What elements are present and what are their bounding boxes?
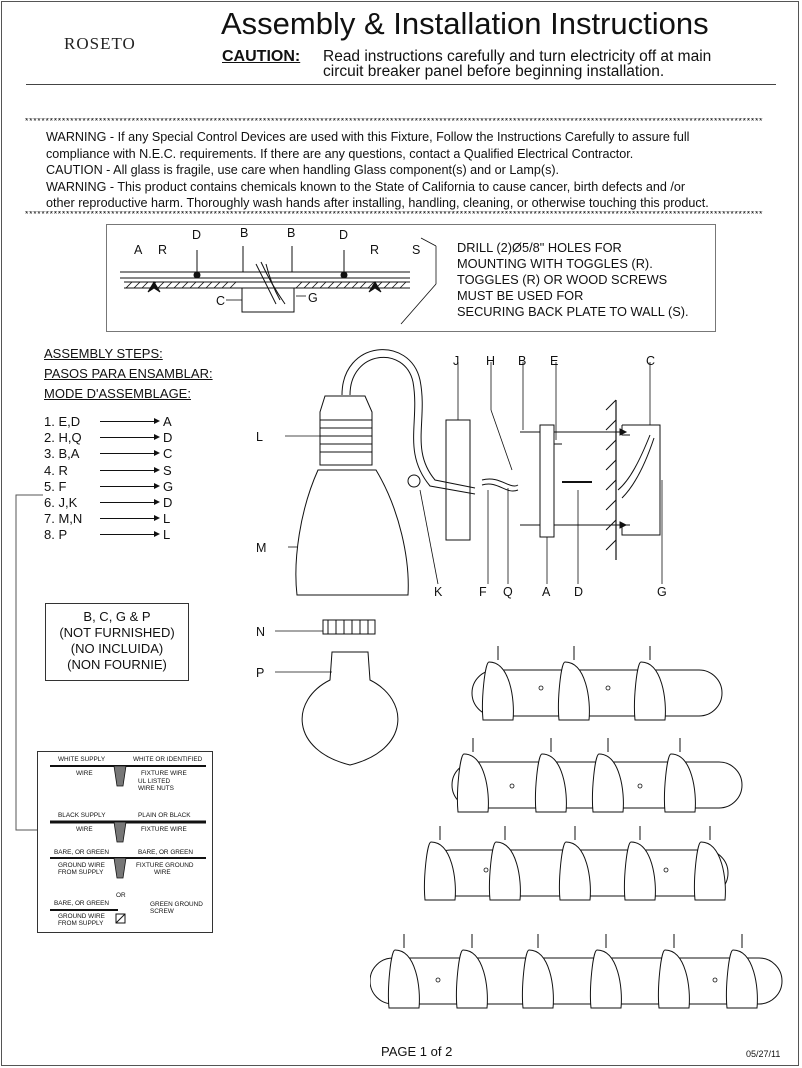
drill-note-line: DRILL (2)Ø5/8" HOLES FOR xyxy=(457,240,622,255)
fixture-exploded-view: J H B E C K F Q A D G L M N P xyxy=(256,349,667,766)
page-title: Assembly & Installation Instructions xyxy=(221,6,709,41)
wiring-label: BARE, OR GREEN xyxy=(54,900,110,907)
assembly-heading-es: PASOS PARA ENSAMBLAR: xyxy=(44,366,213,381)
wiring-label: WIRE xyxy=(76,770,93,777)
label-g: G xyxy=(308,291,318,305)
page-number: PAGE 1 of 2 xyxy=(381,1044,453,1059)
label-g: G xyxy=(657,585,667,599)
drill-note-line: TOGGLES (R) OR WOOD SCREWS xyxy=(457,272,668,287)
wiring-label: FROM SUPPLY xyxy=(58,869,104,876)
wiring-label: FIXTURE GROUND xyxy=(136,862,194,869)
brand-logo: ROSETO xyxy=(64,34,136,53)
wiring-label: WIRE xyxy=(76,826,93,833)
wiring-label: GROUND WIRE xyxy=(58,913,105,920)
wiring-lines xyxy=(50,765,206,924)
step5-bracket xyxy=(15,494,43,831)
label-n: N xyxy=(256,625,265,639)
wiring-label: SCREW xyxy=(150,908,174,915)
label-c: C xyxy=(646,354,655,368)
label-b: B xyxy=(240,226,248,240)
fixture-variants xyxy=(370,646,783,1009)
drill-note-line: MUST BE USED FOR xyxy=(457,288,584,303)
label-f: F xyxy=(479,585,487,599)
label-s: S xyxy=(412,243,420,257)
label-b: B xyxy=(518,354,526,368)
star-divider: ****************************************… xyxy=(24,118,763,127)
wiring-label: PLAIN OR BLACK xyxy=(138,812,191,819)
label-r: R xyxy=(158,243,167,257)
wiring-label: OR xyxy=(116,892,126,899)
caution-line: circuit breaker panel before beginning i… xyxy=(323,63,665,80)
wiring-label: BARE, OR GREEN xyxy=(138,849,194,856)
label-p: P xyxy=(256,666,264,680)
wiring-label: UL LISTED xyxy=(138,778,171,785)
wiring-label: GREEN GROUND xyxy=(150,901,203,908)
label-d: D xyxy=(574,585,583,599)
label-k: K xyxy=(434,585,443,599)
nf-line: (NOT FURNISHED) xyxy=(59,625,175,640)
label-l: L xyxy=(256,430,263,444)
warnings-block: WARNING - If any Special Control Devices… xyxy=(46,129,786,212)
label-d: D xyxy=(339,228,348,242)
label-a: A xyxy=(134,243,143,257)
wiring-label: WIRE xyxy=(154,869,171,876)
wiring-label: WHITE OR IDENTIFIED xyxy=(133,756,203,763)
label-q: Q xyxy=(503,585,513,599)
header-divider xyxy=(26,84,776,85)
wiring-label: FROM SUPPLY xyxy=(58,920,104,927)
label-e: E xyxy=(550,354,558,368)
warning-line: WARNING - If any Special Control Devices… xyxy=(46,130,690,144)
nf-line: B, C, G & P xyxy=(83,609,151,624)
label-h: H xyxy=(486,354,495,368)
wiring-label: FIXTURE WIRE xyxy=(141,826,187,833)
wiring-label: WHITE SUPPLY xyxy=(58,756,106,763)
nf-line: (NO INCLUIDA) xyxy=(70,641,164,656)
wiring-diagram: WHITE SUPPLY WHITE OR IDENTIFIED WIRE FI… xyxy=(37,751,213,933)
label-c: C xyxy=(216,294,225,308)
label-a: A xyxy=(542,585,551,599)
label-b: B xyxy=(287,226,295,240)
caution-line: Read instructions carefully and turn ele… xyxy=(323,48,712,65)
warning-line: other reproductive harm. Thoroughly wash… xyxy=(46,196,709,210)
mounting-diagram: D B B D A R R S C G xyxy=(120,226,437,325)
label-r: R xyxy=(370,243,379,257)
revision-date: 05/27/11 xyxy=(746,1049,781,1059)
drill-note-line: MOUNTING WITH TOGGLES (R). xyxy=(457,256,653,271)
label-d: D xyxy=(192,228,201,242)
label-m: M xyxy=(256,541,266,555)
star-divider: ****************************************… xyxy=(24,211,763,220)
warning-line: CAUTION - All glass is fragile, use care… xyxy=(46,163,560,177)
not-furnished-box: B, C, G & P (NOT FURNISHED) (NO INCLUIDA… xyxy=(45,603,189,681)
label-j: J xyxy=(453,354,459,368)
caution-text: Read instructions carefully and turn ele… xyxy=(323,48,773,80)
warning-line: WARNING - This product contains chemical… xyxy=(46,179,686,194)
wiring-label: BLACK SUPPLY xyxy=(58,812,106,819)
drill-note: DRILL (2)Ø5/8" HOLES FOR MOUNTING WITH T… xyxy=(457,240,689,320)
warning-line: compliance with N.E.C. requirements. If … xyxy=(46,146,634,161)
drill-note-line: SECURING BACK PLATE TO WALL (S). xyxy=(457,304,689,319)
wiring-label: FIXTURE WIRE xyxy=(141,770,187,777)
nf-line: (NON FOURNIE) xyxy=(67,657,167,672)
mounting-diagram-box xyxy=(106,224,716,332)
wiring-label: BARE, OR GREEN xyxy=(54,849,110,856)
wiring-label: GROUND WIRE xyxy=(58,862,105,869)
assembly-heading-en: ASSEMBLY STEPS: xyxy=(44,346,163,361)
wiring-label: WIRE NUTS xyxy=(138,785,174,792)
caution-label: CAUTION: xyxy=(222,48,301,65)
assembly-heading-fr: MODE D'ASSEMBLAGE: xyxy=(44,386,191,401)
